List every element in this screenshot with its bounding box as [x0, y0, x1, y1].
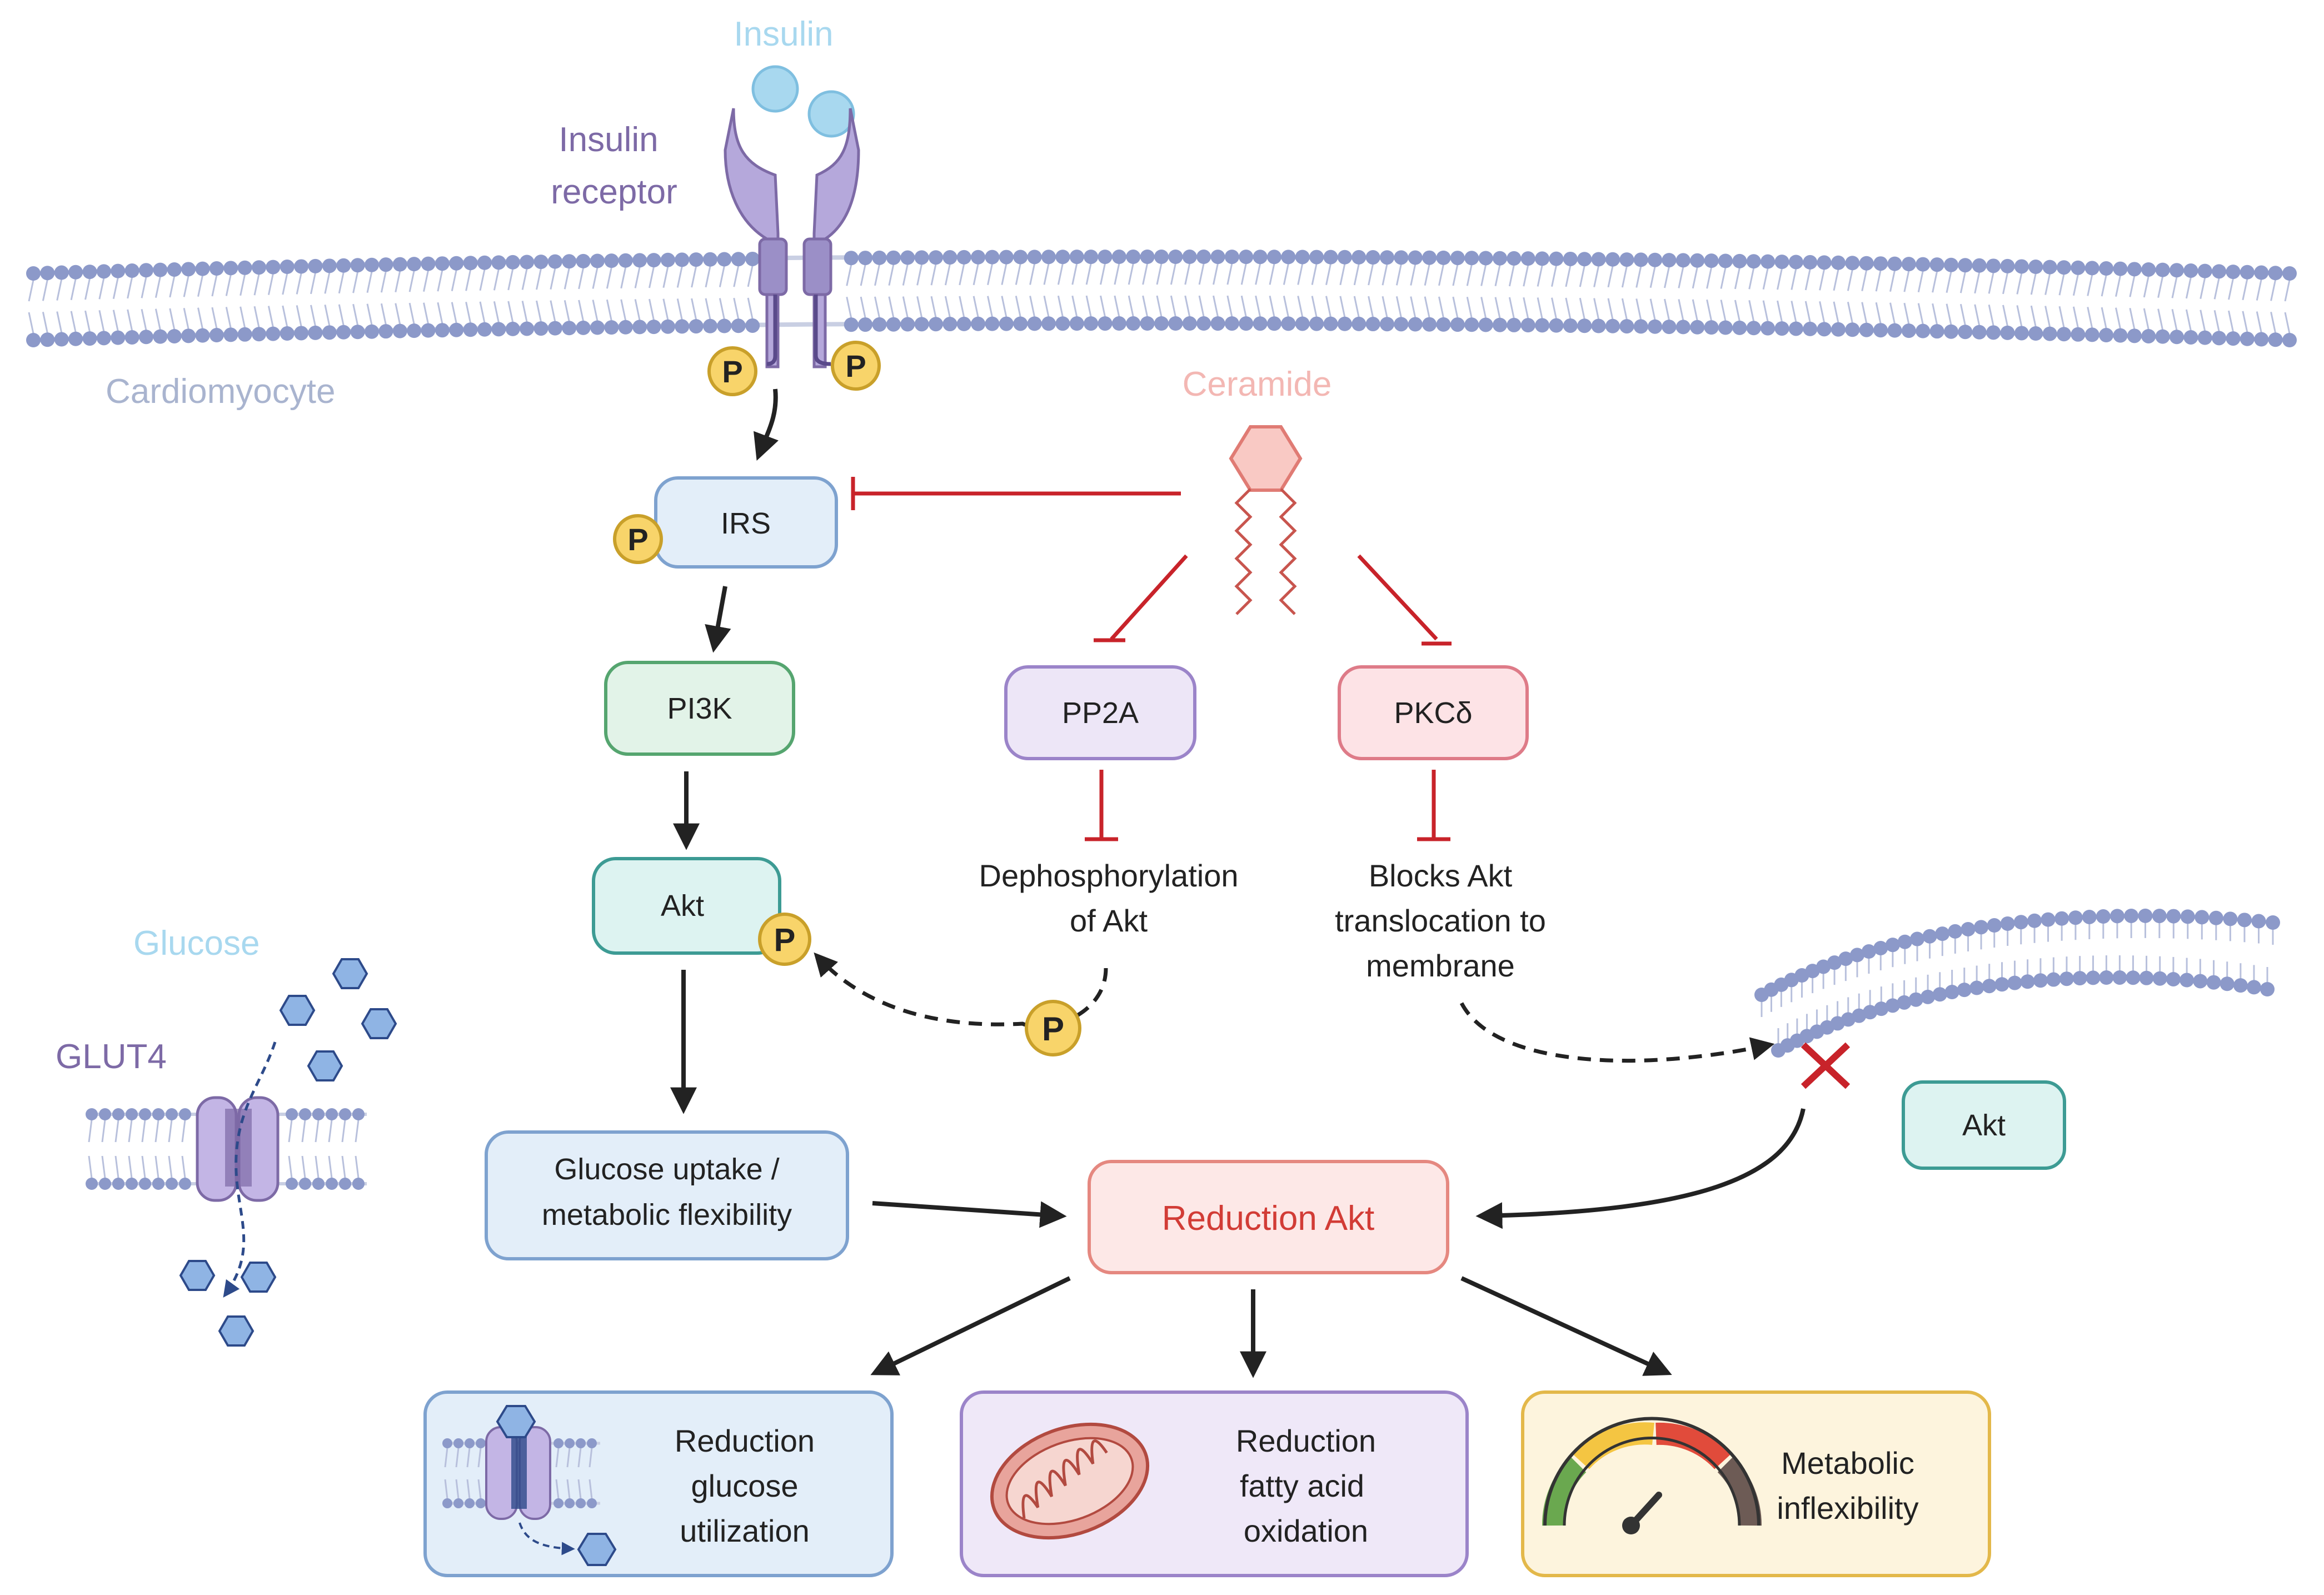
- svg-text:glucose: glucose: [691, 1468, 798, 1503]
- svg-text:Metabolic: Metabolic: [1781, 1446, 1914, 1481]
- mitochondrion-icon: [990, 1422, 1150, 1540]
- gauge-icon: [1542, 1417, 1762, 1534]
- akt-free-node: Akt: [1902, 1080, 2066, 1170]
- dashed-arrow-to-membrane: [1459, 1002, 1775, 1063]
- outcome-inflexibility: Metabolic inflexibility: [1521, 1390, 1991, 1577]
- curved-membrane: [1754, 908, 2280, 1058]
- svg-text:Reduction: Reduction: [1236, 1423, 1376, 1458]
- ceramide-molecule: [1229, 425, 1303, 615]
- ceramide-label: Ceramide: [1183, 365, 1332, 403]
- blocks-akt-note-line2: translocation to: [1335, 903, 1546, 938]
- glucose-molecule-icon: [240, 1262, 277, 1293]
- akt-phosphate: P: [758, 913, 811, 966]
- svg-text:metabolic flexibility: metabolic flexibility: [542, 1198, 792, 1232]
- insulin-label: Insulin: [734, 15, 833, 53]
- cardiomyocyte-membrane: [26, 250, 2297, 347]
- glut4-label: GLUT4: [56, 1038, 167, 1076]
- insulin-molecule-1: [751, 65, 799, 113]
- blocks-akt-note-line1: Blocks Akt: [1369, 858, 1513, 893]
- glucose-molecule-icon: [307, 1050, 343, 1081]
- svg-text:P: P: [845, 348, 866, 383]
- free-phosphate: P: [1025, 1000, 1081, 1056]
- pp2a-node: PP2A: [1004, 665, 1196, 760]
- glucose-molecule-icon: [218, 1315, 255, 1347]
- glucose-label: Glucose: [133, 924, 260, 963]
- insulin-molecule-2: [807, 90, 855, 138]
- glucose-molecule-icon: [332, 958, 368, 989]
- svg-text:P: P: [722, 354, 742, 389]
- svg-text:P: P: [1042, 1010, 1064, 1048]
- svg-text:PKCδ: PKCδ: [1394, 696, 1472, 730]
- arrow-glucose-uptake-to-reduction: [872, 1201, 1067, 1228]
- svg-text:PP2A: PP2A: [1062, 696, 1139, 730]
- akt-node: Akt: [592, 857, 781, 955]
- arrow-irs-to-pi3k: [705, 586, 731, 653]
- insulin-receptor-label-line1: Insulin: [558, 121, 658, 159]
- svg-text:IRS: IRS: [721, 507, 771, 540]
- svg-text:Glucose uptake /: Glucose uptake /: [554, 1153, 779, 1186]
- svg-text:Reduction: Reduction: [675, 1423, 815, 1458]
- arrow-reduction-to-inflexibility: [1460, 1276, 1672, 1376]
- glucose-molecules: [179, 958, 397, 1347]
- ceramide-inhibits-pp2a: [1094, 554, 1188, 642]
- glucose-molecule-icon: [361, 1008, 397, 1039]
- svg-text:oxidation: oxidation: [1244, 1513, 1368, 1548]
- arrow-akt-free-to-reduction: [1475, 1108, 1806, 1229]
- reduction-akt-node: Reduction Akt: [1088, 1160, 1449, 1274]
- svg-text:Reduction Akt: Reduction Akt: [1162, 1199, 1375, 1238]
- pkc-inhibits-akt-translocation: [1417, 770, 1450, 841]
- arrow-reduction-to-glucose-utilization: [870, 1276, 1071, 1375]
- svg-text:P: P: [627, 522, 648, 557]
- receptor-phosphate-left: P: [707, 346, 757, 396]
- glucose-uptake-node: Glucose uptake / metabolic flexibility: [485, 1130, 849, 1260]
- svg-text:P: P: [774, 922, 796, 958]
- insulin-receptor: [724, 65, 860, 368]
- ceramide-inhibits-pkc: [1357, 554, 1452, 646]
- arrow-receptor-to-irs: [754, 388, 779, 461]
- glucose-molecule-icon: [279, 995, 316, 1026]
- svg-text:Akt: Akt: [1962, 1109, 2006, 1142]
- glut4-membrane: [86, 1041, 367, 1298]
- irs-node: IRS: [654, 476, 838, 569]
- blocks-akt-note-line3: membrane: [1366, 948, 1515, 983]
- svg-text:PI3K: PI3K: [667, 692, 732, 725]
- ceramide-inhibits-irs: [851, 477, 1181, 510]
- pp2a-inhibits-akt-phosphorylation: [1085, 770, 1118, 841]
- outcome-fatty-acid: Reduction fatty acid oxidation: [960, 1390, 1469, 1577]
- svg-text:Akt: Akt: [661, 889, 704, 923]
- pkc-node: PKCδ: [1338, 665, 1529, 760]
- blocked-translocation-x-icon: [1801, 1042, 1851, 1089]
- dashed-arrow-phosphate-to-akt: [814, 952, 1108, 1029]
- pi3k-node: PI3K: [604, 661, 795, 756]
- glucose-molecule-icon: [179, 1260, 216, 1291]
- dephosphorylation-note-line1: Dephosphorylation: [979, 858, 1239, 893]
- svg-text:fatty acid: fatty acid: [1240, 1468, 1364, 1503]
- svg-text:inflexibility: inflexibility: [1777, 1491, 1918, 1526]
- irs-phosphate: P: [613, 514, 663, 564]
- dephosphorylation-note-line2: of Akt: [1070, 903, 1148, 938]
- outcome-glucose-utilization: Reduction glucose utilization: [423, 1390, 894, 1577]
- insulin-receptor-label-line2: receptor: [551, 173, 677, 211]
- svg-text:utilization: utilization: [680, 1513, 809, 1548]
- receptor-phosphate-right: P: [831, 341, 881, 391]
- cardiomyocyte-label: Cardiomyocyte: [106, 372, 335, 411]
